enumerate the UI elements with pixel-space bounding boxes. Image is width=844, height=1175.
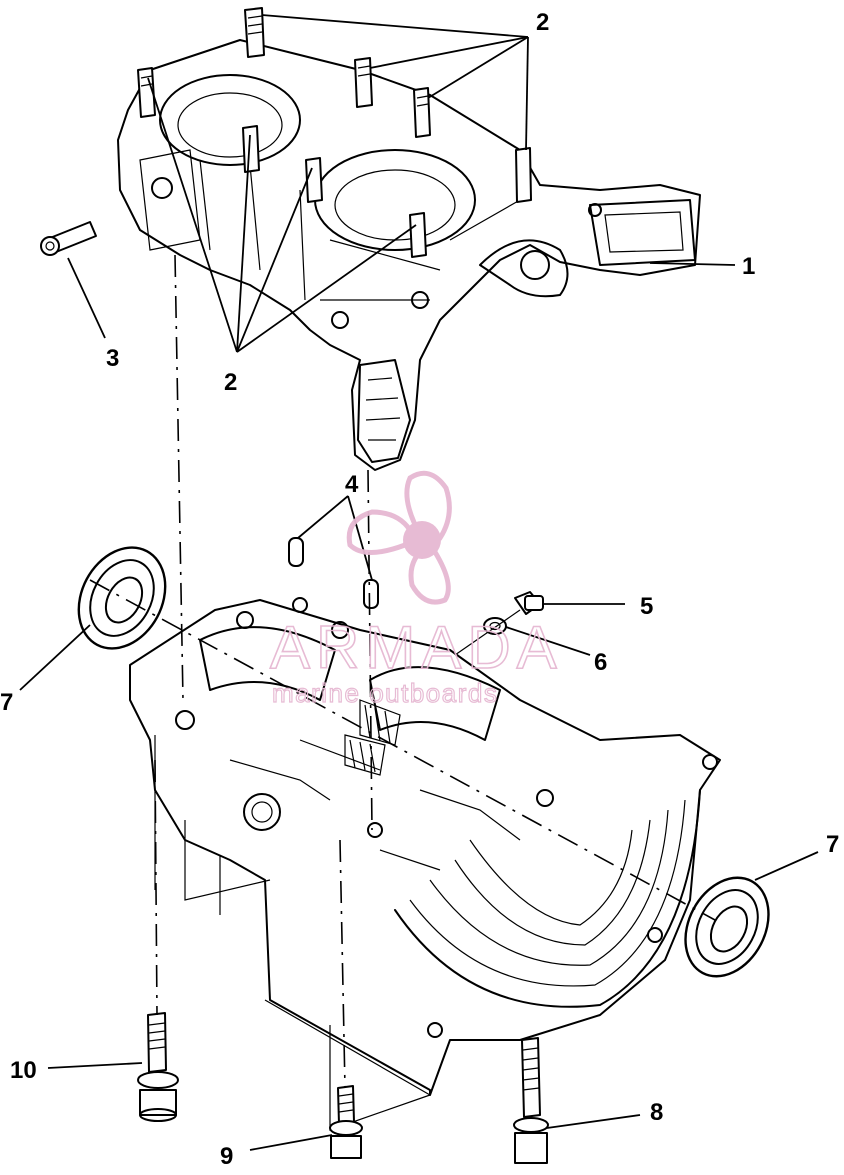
watermark-title: ARMADA <box>270 614 563 681</box>
leader-lines <box>19 14 819 1151</box>
plug-5 <box>514 591 544 615</box>
washer-6 <box>483 617 507 635</box>
assembly-lines <box>89 254 716 1089</box>
callout-8: 8 <box>650 1099 663 1126</box>
callout-10: 10 <box>10 1057 37 1084</box>
callout-9: 9 <box>220 1143 233 1170</box>
propeller-logo-icon <box>346 470 452 605</box>
callout-6: 6 <box>594 649 607 676</box>
armada-watermark: ARMADA marine outboards <box>269 470 563 709</box>
crankcase-studs <box>137 7 532 258</box>
dowel-pins <box>288 537 379 609</box>
callout-2-top: 2 <box>536 9 549 36</box>
upper-crankcase <box>117 39 701 471</box>
callout-4: 4 <box>345 471 359 498</box>
callout-1: 1 <box>742 253 755 280</box>
callout-2-bottom: 2 <box>224 369 237 396</box>
callout-7-right: 7 <box>826 831 839 858</box>
lower-crankcase <box>129 597 721 1131</box>
bolt-8 <box>513 1037 549 1164</box>
watermark-subtitle: marine outboards <box>272 678 498 708</box>
bolt-10 <box>137 1012 179 1122</box>
bolt-9 <box>329 1085 363 1159</box>
callout-7-left: 7 <box>0 689 13 716</box>
callout-5: 5 <box>640 593 653 620</box>
callout-labels: 1 2 2 3 4 5 6 7 7 8 9 10 <box>0 9 839 1170</box>
callout-3: 3 <box>106 345 119 372</box>
bolt-3 <box>40 221 97 256</box>
